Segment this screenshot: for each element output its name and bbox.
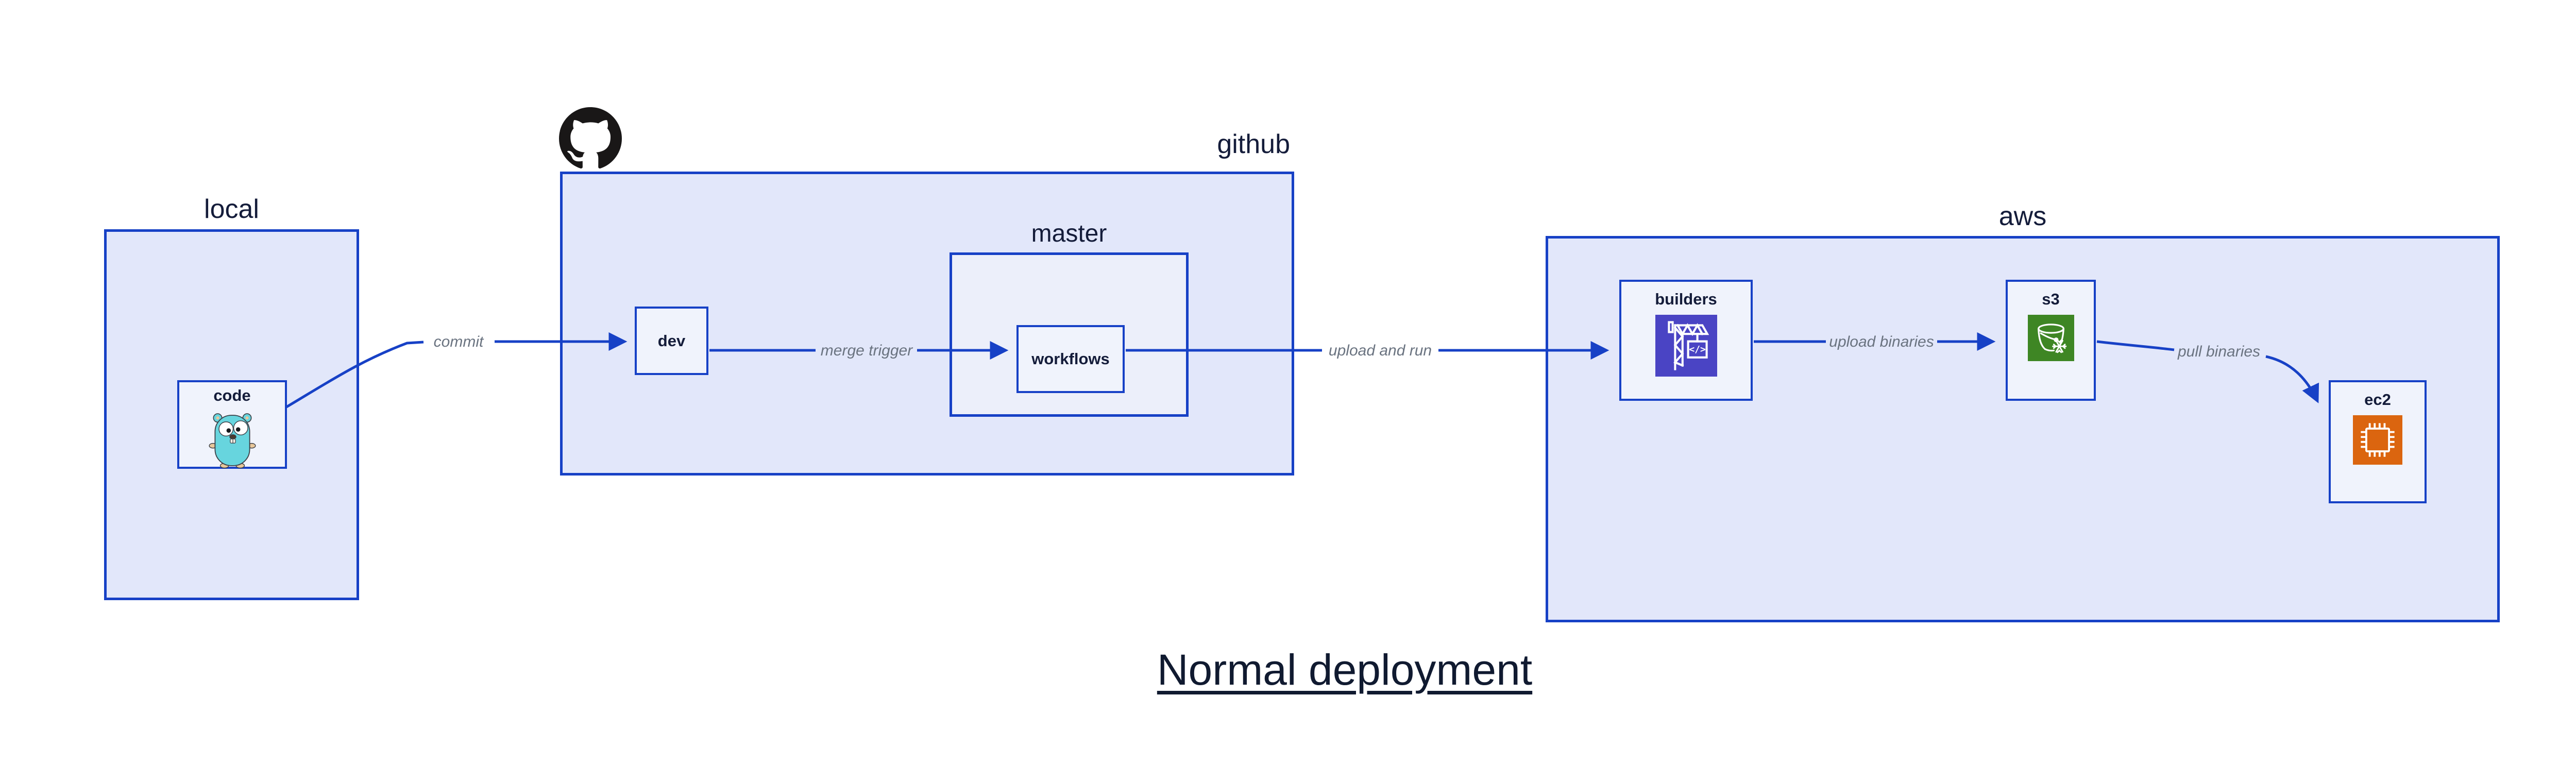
edge-label-upload-binaries: upload binaries bbox=[1829, 333, 1934, 350]
svg-text:</>: </> bbox=[1689, 344, 1706, 355]
node-builders-label: builders bbox=[1655, 290, 1717, 308]
node-ec2-label: ec2 bbox=[2364, 390, 2391, 409]
aws-ec2-icon bbox=[2353, 415, 2402, 465]
node-s3: s3 bbox=[2006, 280, 2096, 401]
node-dev-label: dev bbox=[657, 331, 686, 350]
go-gopher-icon bbox=[208, 413, 256, 468]
local-container-label: local bbox=[204, 194, 259, 224]
diagram-title: Normal deployment bbox=[1157, 646, 1533, 694]
edge-label-merge-trigger: merge trigger bbox=[820, 342, 913, 359]
aws-container-label: aws bbox=[1998, 201, 2047, 231]
node-dev: dev bbox=[635, 307, 708, 375]
aws-s3-glacier-icon bbox=[2027, 314, 2074, 361]
github-octocat-icon bbox=[559, 107, 622, 168]
node-code-label: code bbox=[213, 386, 251, 404]
aws-codebuild-icon: </> bbox=[1655, 314, 1717, 377]
node-workflows-label: workflows bbox=[1031, 350, 1110, 368]
node-ec2: ec2 bbox=[2329, 380, 2427, 503]
github-container-label: github bbox=[1217, 129, 1290, 159]
node-workflows: workflows bbox=[1016, 325, 1125, 393]
edge-label-upload-and-run: upload and run bbox=[1328, 342, 1432, 359]
node-builders: builders </> bbox=[1619, 280, 1753, 401]
master-container-label: master bbox=[1031, 220, 1107, 247]
edge-label-commit: commit bbox=[433, 333, 484, 350]
node-code: code bbox=[177, 380, 287, 469]
node-s3-label: s3 bbox=[2042, 290, 2060, 308]
edge-label-pull-binaries: pull binaries bbox=[2177, 343, 2261, 360]
